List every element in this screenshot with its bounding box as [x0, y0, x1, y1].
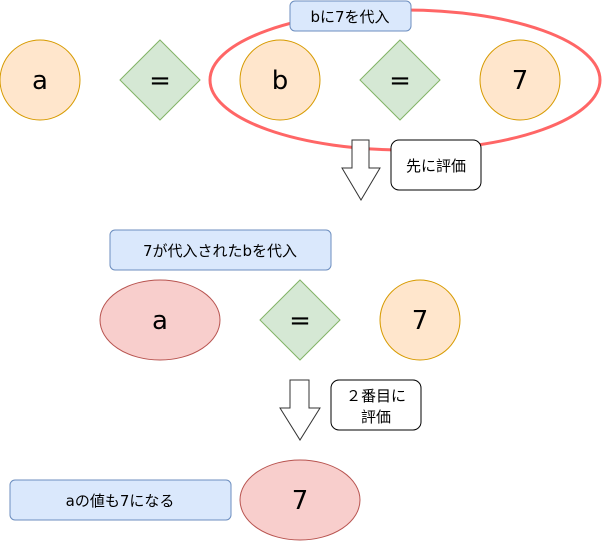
middle-label: 7が代入されたbを代入	[109, 229, 332, 271]
middle-label-text: 7が代入されたbを代入	[143, 242, 297, 260]
group-label-text: bに7を代入	[310, 8, 389, 26]
step-note-2-line1: ２番目に	[346, 387, 406, 405]
step-note-1-text: 先に評価	[406, 157, 466, 175]
down-arrow-icon	[341, 139, 381, 201]
equals-text: =	[149, 66, 171, 96]
result-label: aの値も7になる	[9, 479, 232, 521]
node-a-text: a	[32, 66, 48, 96]
node-7: 7	[479, 39, 561, 121]
equals-text: =	[289, 306, 311, 336]
node-a: a	[0, 39, 81, 121]
node-a-text: a	[152, 306, 168, 336]
group-label: bに7を代入	[289, 0, 412, 32]
equals-text: =	[389, 66, 411, 96]
step-note-2: ２番目に 評価	[330, 379, 422, 431]
result-label-text: aの値も7になる	[66, 492, 175, 510]
node-b-evaluated: 7	[379, 279, 461, 361]
node-result: 7	[239, 459, 361, 541]
node-a-assigned: a	[99, 279, 221, 361]
equals-diamond-2: =	[359, 39, 441, 121]
step-note-2-line2: 評価	[361, 408, 391, 426]
equals-diamond-1: =	[119, 39, 201, 121]
down-arrow-icon	[279, 379, 321, 441]
equals-diamond-3: =	[259, 279, 341, 361]
node-b: b	[239, 39, 321, 121]
node-7-text: 7	[512, 66, 529, 96]
step-note-1: 先に評価	[390, 139, 482, 191]
node-result-text: 7	[292, 486, 309, 516]
node-b-text: b	[272, 66, 289, 96]
node-7-text: 7	[412, 306, 429, 336]
